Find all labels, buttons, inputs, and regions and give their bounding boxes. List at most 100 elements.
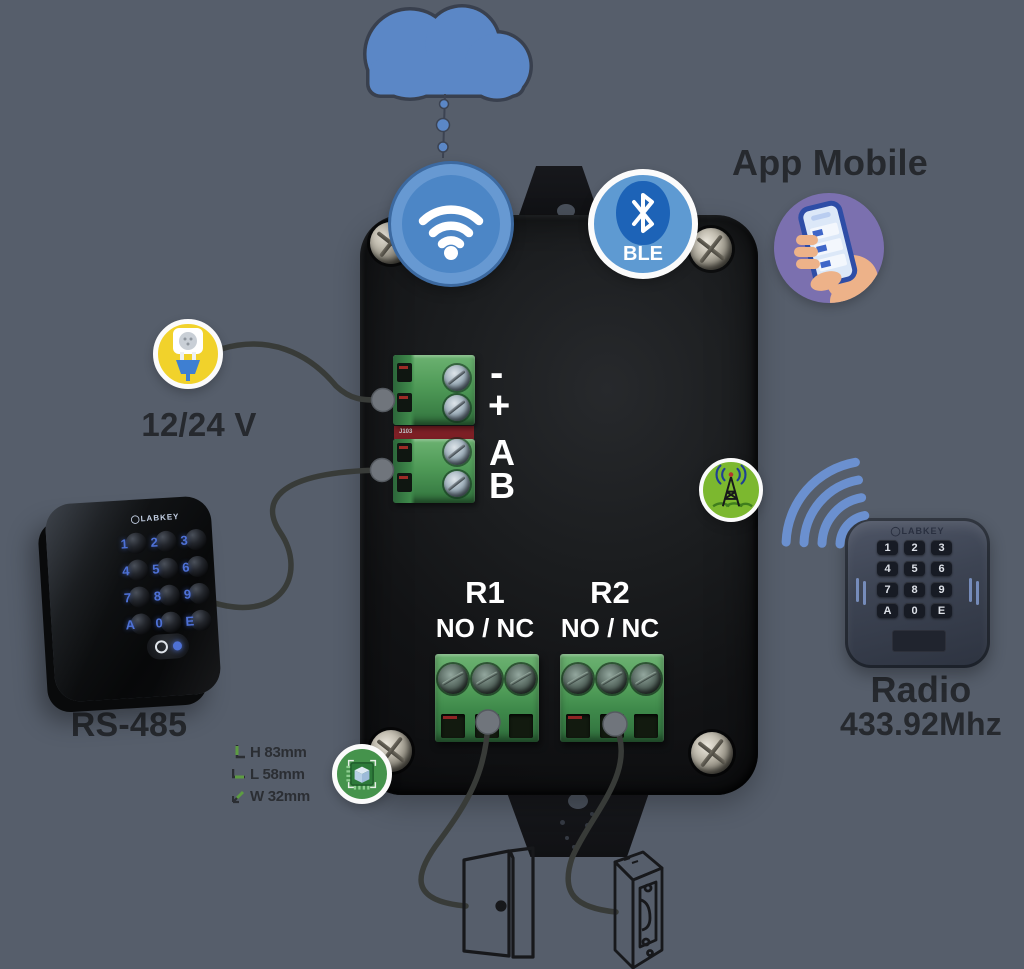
- phone-hand-icon: [794, 200, 884, 303]
- door-icon: [462, 846, 535, 959]
- chip-badge: [332, 744, 392, 804]
- vent-hole: [590, 812, 594, 816]
- key-0: 0: [904, 603, 925, 618]
- vent-hole: [560, 820, 565, 825]
- key-1: 1: [877, 540, 898, 555]
- wifi-icon: [418, 205, 484, 260]
- key-2: 2: [904, 540, 925, 555]
- power-label: 12/24 V: [141, 406, 257, 443]
- terminal-screw-icon: [472, 664, 502, 694]
- terminal-slot: [566, 714, 590, 738]
- relay2-terminal-block: [560, 654, 664, 742]
- terminal-label-minus: -: [490, 351, 504, 395]
- wifi-badge: [388, 161, 514, 287]
- terminal-screw-icon: [444, 471, 470, 497]
- bluetooth-icon: [616, 181, 670, 245]
- power-plug-icon: [173, 328, 203, 381]
- relay1-terminal-block: [435, 654, 539, 742]
- key-5: 5: [151, 554, 182, 583]
- cloud-icon: [363, 4, 533, 102]
- terminal-screw-icon: [631, 664, 661, 694]
- length-arrow-icon: [232, 769, 245, 779]
- remote-keys: 1 2 3 4 5 6 7 8 9 A 0 E: [877, 540, 952, 618]
- labkey-logo: ◯LABKEY: [130, 512, 180, 524]
- key-1: 1: [120, 529, 151, 558]
- mount-hole: [568, 793, 588, 809]
- terminal-label-b: B: [489, 465, 515, 506]
- key-9: 9: [183, 579, 214, 608]
- terminal-slot: [441, 714, 465, 738]
- terminal-slot: [397, 473, 412, 492]
- key-7: 7: [877, 582, 898, 597]
- radio-frequency: 433.92Mhz: [840, 706, 1002, 742]
- side-slit: [969, 578, 972, 602]
- controller-box: [360, 215, 758, 795]
- terminal-screw-icon: [563, 664, 593, 694]
- dimension-width: W 32mm: [232, 785, 310, 807]
- mount-tab-bottom: [506, 790, 650, 857]
- relay2-contacts: NO / NC: [560, 613, 660, 643]
- key-A: A: [877, 603, 898, 618]
- dimension-length: L 58mm: [232, 763, 310, 785]
- rs485-keypad: ◯LABKEY 1 2 3 4 5 6 7 8 9 A 0 E: [44, 495, 222, 703]
- terminal-screw-icon: [597, 664, 627, 694]
- terminal-slot: [600, 714, 624, 738]
- key-0: 0: [155, 608, 186, 637]
- radio-label: Radio 433.92Mhz: [818, 672, 1024, 742]
- key-4: 4: [877, 561, 898, 576]
- side-slit: [863, 581, 866, 605]
- pcb-strip: J103: [394, 426, 474, 439]
- terminal-slot: [397, 393, 412, 412]
- antenna-icon: [712, 464, 753, 508]
- corner-screw-icon: [691, 732, 733, 774]
- led-icon: [154, 639, 168, 654]
- dimensions-block: H 83mm L 58mm W 32mm: [232, 741, 310, 807]
- terminal-slot: [397, 443, 412, 462]
- terminal-slot: [475, 714, 499, 738]
- terminal-screw-icon: [444, 365, 470, 391]
- led-icon: [172, 641, 182, 651]
- bluetooth-badge: BLE: [588, 169, 698, 279]
- battery-cover: [892, 630, 946, 652]
- relay2-title: R2: [590, 575, 630, 610]
- cloud-connector-dots: [435, 93, 451, 159]
- terminal-screw-icon: [444, 439, 470, 465]
- key-5: 5: [904, 561, 925, 576]
- terminal-screw-icon: [506, 664, 536, 694]
- key-3: 3: [180, 525, 211, 554]
- height-arrow-icon: [235, 745, 245, 759]
- antenna-badge: [699, 458, 763, 522]
- terminal-slot: [509, 714, 533, 738]
- key-9: 9: [931, 582, 952, 597]
- key-7: 7: [123, 583, 154, 612]
- radio-remote-keypad: ◯LABKEY 1 2 3 4 5 6 7 8 9 A 0 E: [845, 518, 990, 668]
- chip-icon: [346, 759, 377, 790]
- side-slit: [976, 581, 979, 605]
- key-6: 6: [181, 552, 212, 581]
- terminal-slot: [397, 363, 412, 382]
- bus-terminal-block: [393, 439, 475, 503]
- vent-hole: [565, 836, 569, 840]
- terminal-label-a: A: [489, 432, 515, 473]
- terminal-label-plus: +: [488, 385, 511, 427]
- power-terminal-block: [393, 355, 475, 425]
- key-4: 4: [121, 556, 152, 585]
- vent-hole: [585, 823, 590, 828]
- key-2: 2: [150, 527, 181, 556]
- key-E: E: [185, 606, 216, 635]
- keypad-keys: 1 2 3 4 5 6 7 8 9 A 0 E: [120, 525, 215, 638]
- dimension-height: H 83mm: [232, 741, 310, 763]
- key-E: E: [931, 603, 952, 618]
- labkey-logo: ◯LABKEY: [890, 526, 945, 536]
- side-slit: [856, 578, 859, 602]
- terminal-slot: [634, 714, 658, 738]
- relay1-contacts: NO / NC: [435, 613, 535, 643]
- corner-screw-icon: [690, 228, 732, 270]
- key-3: 3: [931, 540, 952, 555]
- ble-label: BLE: [623, 243, 663, 265]
- radio-title: Radio: [870, 669, 972, 710]
- key-8: 8: [153, 581, 184, 610]
- terminal-screw-icon: [444, 395, 470, 421]
- relay1-title: R1: [465, 575, 505, 610]
- key-8: 8: [904, 582, 925, 597]
